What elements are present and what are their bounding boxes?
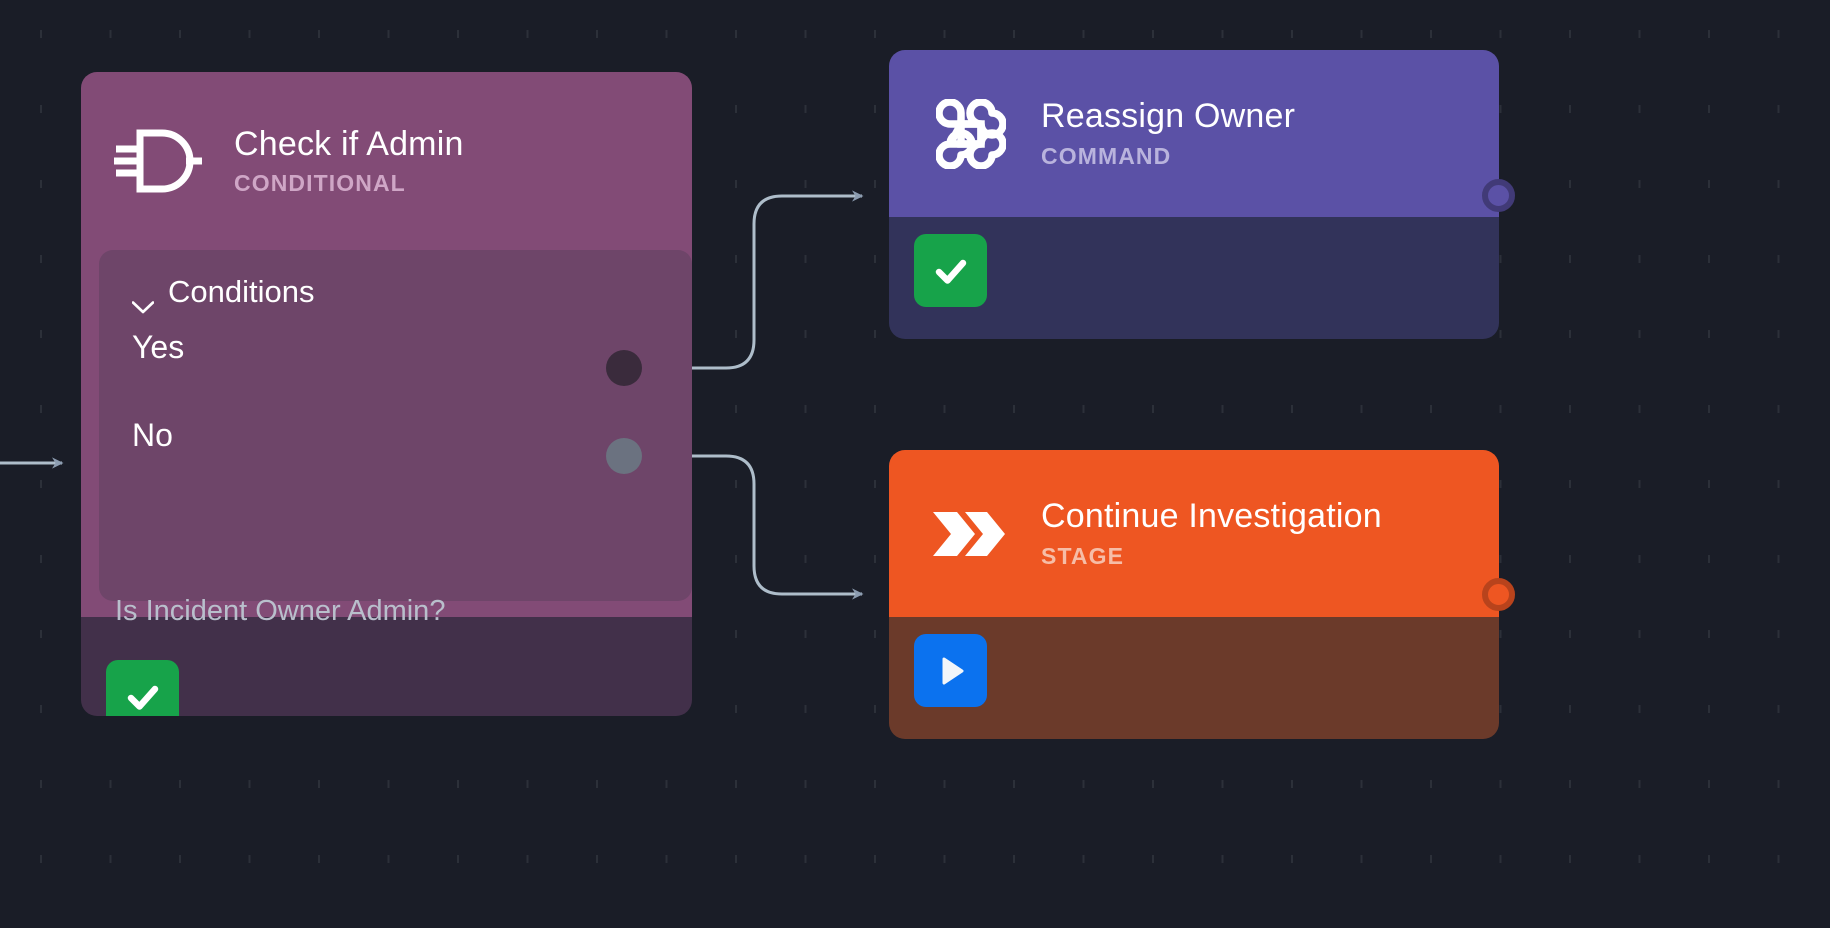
conditional-node-header[interactable]: Check if Admin CONDITIONAL [81,72,692,250]
port-condition-no[interactable] [606,438,642,474]
conditional-question-text: Is Incident Owner Admin? [115,595,446,627]
port-condition-yes[interactable] [606,350,642,386]
check-icon [127,685,158,710]
conditional-node-footer: Is Incident Owner Admin? [81,595,692,716]
play-icon [942,657,963,684]
condition-row-no[interactable]: No [132,417,173,453]
status-badge-check[interactable] [106,660,179,716]
conditions-panel[interactable]: Conditions Yes No [99,250,692,601]
stage-node-body [889,617,1499,739]
node-continue-investigation[interactable]: Continue Investigation STAGE [889,450,1499,739]
stage-node-subtitle: STAGE [1041,542,1125,569]
command-icon [929,92,1013,176]
conditional-node-title: Check if Admin [234,124,464,163]
logic-gate-icon [106,109,210,213]
command-node-title: Reassign Owner [1041,97,1296,136]
edge-yes-to-command[interactable] [644,190,864,370]
conditions-label-text: Conditions [168,274,315,309]
edge-no-to-stage[interactable] [644,454,864,600]
node-reassign-owner[interactable]: Reassign Owner COMMAND [889,50,1499,339]
conditions-collapse-toggle[interactable]: Conditions [131,274,692,313]
status-badge-check[interactable] [914,234,987,307]
stage-node-title: Continue Investigation [1041,497,1382,536]
conditional-node-subtitle: CONDITIONAL [234,170,406,197]
double-chevron-right-icon [929,492,1013,576]
condition-row-yes[interactable]: Yes [132,329,185,365]
command-node-header[interactable]: Reassign Owner COMMAND [889,50,1499,217]
command-node-body [889,217,1499,339]
chevron-down-icon [131,286,155,313]
port-stage-output[interactable] [1482,578,1515,611]
check-icon [935,259,966,284]
node-check-if-admin[interactable]: Check if Admin CONDITIONAL Conditions Ye… [81,72,692,716]
port-command-output[interactable] [1482,179,1515,212]
command-node-subtitle: COMMAND [1041,142,1172,169]
conditional-node-middle: Conditions Yes No [81,250,692,617]
status-badge-play[interactable] [914,634,987,707]
stage-node-header[interactable]: Continue Investigation STAGE [889,450,1499,617]
